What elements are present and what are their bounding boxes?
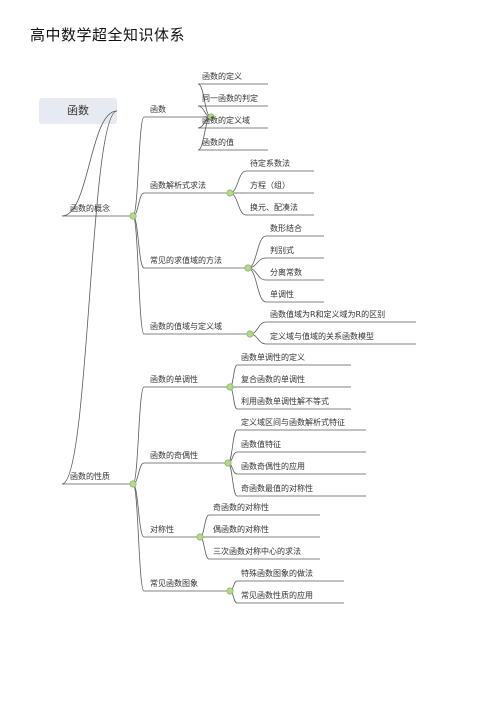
leaf-label: 方程（组） [250, 181, 290, 190]
branch-node-dot [226, 383, 234, 391]
group-label: 常见函数图象 [150, 579, 198, 588]
group-label: 常见的求值域的方法 [150, 256, 222, 265]
leaf-label: 分离常数 [270, 268, 302, 277]
leaf-label: 函数的定义域 [202, 116, 250, 125]
branch-connector [132, 483, 145, 592]
leaf-label: 常见函数性质的应用 [241, 591, 313, 600]
branch-connector [229, 170, 247, 194]
leaf-label: 特殊函数图象的做法 [241, 569, 313, 578]
section-label: 函数的性质 [70, 472, 110, 481]
group-label: 函数的奇偶性 [150, 451, 198, 460]
root-topic: 函数 [39, 98, 117, 124]
leaf-label: 函数奇偶性的应用 [241, 462, 305, 471]
branch-connector [199, 536, 210, 560]
branch-node-dot [244, 264, 252, 272]
leaf-label: 定义域区间与函数解析式特征 [241, 418, 345, 427]
leaf-label: 同一函数的判定 [202, 94, 258, 103]
leaf-label: 函数的值 [202, 138, 234, 147]
section-label: 函数的概念 [70, 204, 110, 213]
branch-connector [199, 514, 210, 538]
leaf-label: 函数的定义 [202, 72, 242, 81]
leaf-label: 函数值特征 [241, 440, 281, 449]
branch-node-dot [226, 189, 234, 197]
leaf-label: 利用函数单调性解不等式 [241, 397, 329, 406]
leaf-label: 换元、配凑法 [250, 203, 298, 212]
branch-connector [132, 215, 145, 269]
document-title: 高中数学超全知识体系 [30, 26, 186, 44]
branch-node-dot [196, 533, 204, 541]
leaf-label: 函数单调性的定义 [241, 353, 305, 362]
group-label: 函数 [150, 105, 166, 114]
group-label: 函数的单调性 [150, 375, 198, 384]
leaf-label: 奇函数的对称性 [213, 503, 269, 512]
leaf-label: 数形结合 [270, 224, 302, 233]
leaf-label: 定义域与值域的关系函数模型 [270, 332, 374, 341]
group-label: 函数的值域与定义域 [150, 322, 222, 331]
leaf-label: 三次函数对称中心的求法 [213, 547, 301, 556]
branch-connector [61, 110, 118, 217]
branch-node-dot [224, 459, 232, 467]
leaf-label: 待定系数法 [250, 159, 290, 168]
leaf-label: 偶函数的对称性 [213, 525, 269, 534]
branch-connector [132, 483, 145, 538]
branch-connector [229, 192, 247, 216]
branch-connector [247, 267, 267, 303]
leaf-label: 判别式 [270, 246, 294, 255]
leaf-label: 函数值域为R和定义域为R的区别 [270, 310, 386, 319]
branch-node-dot [129, 480, 137, 488]
leaf-label: 单调性 [270, 290, 294, 299]
group-label: 函数解析式求法 [150, 181, 206, 190]
leaf-label: 复合函数的单调性 [241, 375, 305, 384]
branch-connector [61, 110, 118, 485]
branch-node-dot [226, 587, 234, 595]
leaf-label: 奇函数最值的对称性 [241, 484, 313, 493]
group-label: 对称性 [150, 525, 174, 534]
branch-node-dot [207, 113, 215, 121]
branch-node-dot [129, 212, 137, 220]
branch-connector [132, 215, 145, 335]
branch-connector [132, 386, 145, 485]
branch-node-dot [246, 330, 254, 338]
branch-connector [132, 116, 145, 217]
